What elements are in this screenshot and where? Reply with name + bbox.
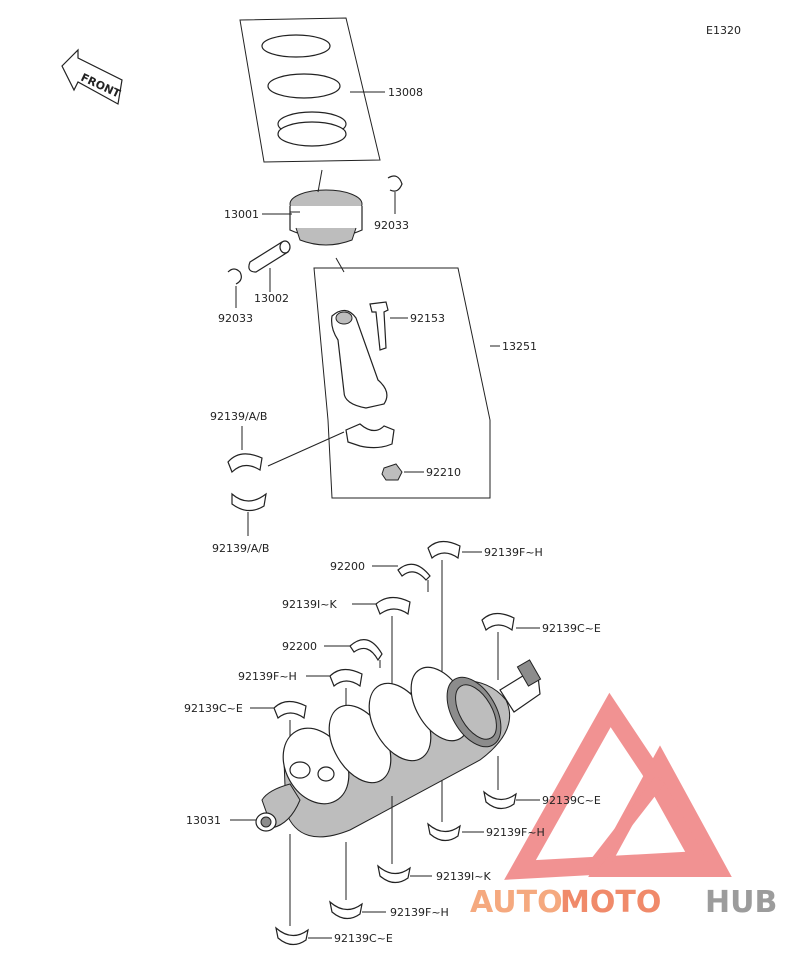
- label-main-bearing-fh-top: 92139F~H: [484, 546, 543, 559]
- thrust-washer-lower: [324, 639, 383, 668]
- piston-ring-set: [239, 17, 385, 163]
- label-circlip-left: 92033: [218, 312, 253, 325]
- label-main-bearing-fh-mid: 92139F~H: [238, 670, 297, 683]
- rod-bearing-upper: [227, 426, 345, 474]
- watermark-logo: [504, 692, 732, 880]
- main-bearing-fh-top: [427, 540, 482, 676]
- crankshaft: [255, 659, 542, 838]
- rod-bearing-lower: [231, 492, 267, 536]
- label-main-bearing-ce-right: 92139C~E: [542, 794, 601, 807]
- thrust-washer-upper: [372, 563, 431, 592]
- label-main-bearing-ik-low: 92139I~K: [436, 870, 491, 883]
- watermark-text-hub: HUB: [705, 885, 777, 920]
- main-bearing-ce-top: [481, 612, 540, 680]
- label-main-bearing-fh-low: 92139F~H: [486, 826, 545, 839]
- circlip-right: [387, 175, 403, 214]
- label-main-bearing-fh-bottom: 92139F~H: [390, 906, 449, 919]
- main-bearing-ik-top: [352, 596, 411, 690]
- watermark-text-moto: MOTO: [560, 885, 661, 920]
- label-circlip-right: 92033: [374, 219, 409, 232]
- main-bearing-fh-bottom: [329, 842, 386, 920]
- label-main-bearing-ik-top: 92139I~K: [282, 598, 337, 611]
- circlip-left: [227, 268, 242, 308]
- label-piston: 13001: [224, 208, 259, 221]
- main-bearing-ce-bottom: [275, 834, 332, 946]
- main-bearing-ik-low: [377, 796, 432, 884]
- diagram-code: E1320: [706, 24, 741, 37]
- label-rod-nut: 92210: [426, 466, 461, 479]
- label-main-bearing-ce-bottom: 92139C~E: [334, 932, 393, 945]
- label-piston-pin: 13002: [254, 292, 289, 305]
- label-thrust-upper: 92200: [330, 560, 365, 573]
- front-arrow-icon: FRONT: [61, 48, 123, 105]
- label-main-bearing-ce-top: 92139C~E: [542, 622, 601, 635]
- label-rod-bolt: 92153: [410, 312, 445, 325]
- label-rings: 13008: [388, 86, 423, 99]
- connecting-rod-assembly: [313, 257, 500, 499]
- piston: [289, 169, 363, 246]
- label-thrust-lower: 92200: [282, 640, 317, 653]
- main-bearing-ce-right: [483, 756, 540, 810]
- piston-pin: [248, 240, 291, 292]
- watermark-text-auto: AUTO: [470, 885, 563, 920]
- label-main-bearing-ce-left: 92139C~E: [184, 702, 243, 715]
- label-rod-bearing-lower: 92139/A/B: [212, 542, 269, 555]
- label-crankshaft: 13031: [186, 814, 221, 827]
- label-rod-assembly: 13251: [502, 340, 537, 353]
- main-bearing-fh-low: [427, 780, 484, 842]
- label-rod-bearing-upper: 92139/A/B: [210, 410, 267, 423]
